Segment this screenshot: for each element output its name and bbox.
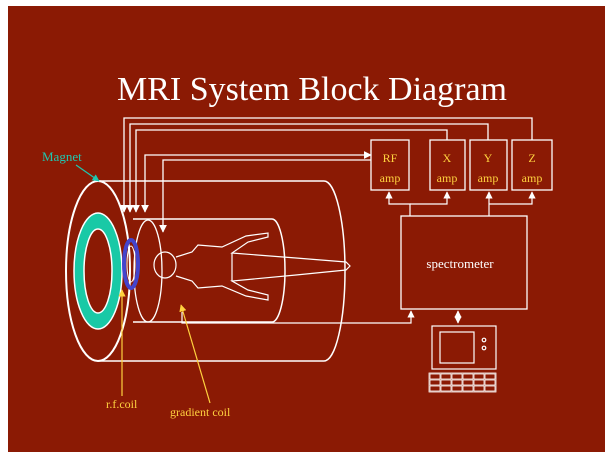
- y-amp-letter: Y: [484, 151, 493, 165]
- keyboard-key: [462, 373, 474, 380]
- gradient-coil-label: gradient coil: [170, 405, 231, 419]
- keyboard-key: [473, 379, 485, 386]
- magnet-ring: [73, 212, 123, 330]
- x-amp-letter: X: [443, 151, 452, 165]
- rf-amp-letter: RF: [383, 151, 398, 165]
- coil-return-wire: [181, 310, 415, 324]
- rf-coil-ring: [122, 238, 140, 290]
- z-amp-sub: amp: [522, 171, 543, 185]
- rf-coil-label: r.f.coil: [106, 397, 138, 411]
- signal-wires: [120, 117, 533, 233]
- keyboard-key: [462, 379, 474, 386]
- gradient-coil-cylinder: [133, 218, 286, 323]
- keyboard-key: [429, 373, 441, 380]
- magnet-label: Magnet: [42, 149, 82, 164]
- keyboard-key: [473, 385, 485, 392]
- magnet-pointer: [75, 164, 100, 182]
- keyboard-key: [473, 373, 485, 380]
- keyboard-key: [484, 373, 496, 380]
- keyboard-key: [484, 385, 496, 392]
- keyboard-outline: [428, 372, 497, 393]
- keyboard-key: [429, 385, 441, 392]
- keyboard-key: [462, 385, 474, 392]
- keyboard-key: [451, 385, 463, 392]
- y-amp-sub: amp: [478, 171, 499, 185]
- spectrometer-to-amp-wires: [385, 191, 536, 216]
- spectrometer-box: [400, 215, 528, 310]
- page-title: MRI System Block Diagram: [117, 71, 507, 108]
- rf-amp-sub: amp: [380, 171, 401, 185]
- z-amp-letter: Z: [528, 151, 535, 165]
- keyboard-key: [440, 385, 452, 392]
- keyboard-key: [440, 379, 452, 386]
- keyboard-key: [451, 379, 463, 386]
- keyboard-key: [440, 373, 452, 380]
- computer-monitor-icon: [431, 325, 497, 370]
- keyboard-key: [484, 379, 496, 386]
- spectrometer-label: spectrometer: [426, 256, 494, 271]
- x-amp-sub: amp: [437, 171, 458, 185]
- patient-figure: [153, 232, 351, 301]
- keyboard-key: [451, 373, 463, 380]
- keyboard-icon: [428, 372, 497, 393]
- amplifier-labels: RF amp X amp Y amp Z amp: [380, 151, 543, 185]
- gradient-coil-pointer: [179, 304, 211, 404]
- keyboard-key: [429, 379, 441, 386]
